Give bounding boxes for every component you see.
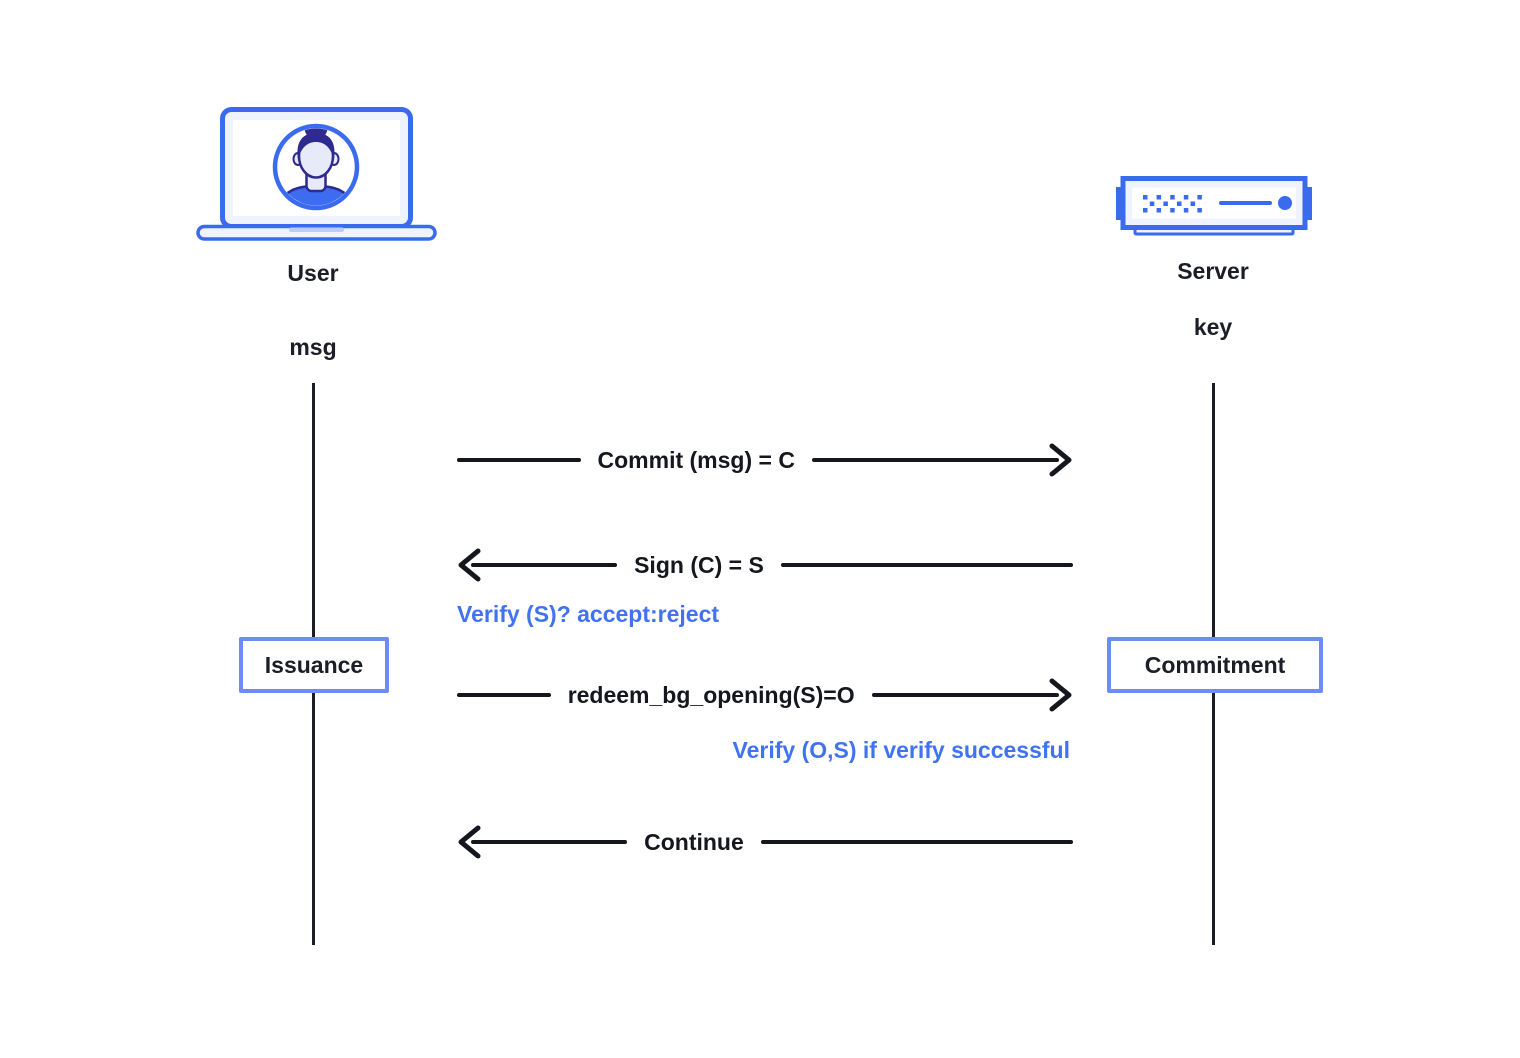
message-arrow-commit: Commit (msg) = C: [457, 443, 1073, 477]
arrow-line: [760, 839, 1073, 845]
arrow-line: [471, 839, 628, 845]
server-vent-dots: [1143, 195, 1202, 213]
arrowhead-left-icon: [458, 825, 481, 859]
actor-name-user: User: [287, 260, 339, 286]
state-box-issuance: Issuance: [239, 637, 389, 693]
annotation-verify-os: Verify (O,S) if verify successful: [732, 737, 1070, 763]
message-label: Commit (msg) = C: [597, 446, 795, 473]
arrow-line: [811, 457, 1059, 463]
actor-name-server: Server: [1177, 258, 1249, 284]
arrowhead-right-icon: [1049, 443, 1072, 477]
message-label: Continue: [644, 828, 744, 855]
arrow-line: [471, 562, 618, 568]
message-label: Sign (C) = S: [634, 551, 764, 578]
message-arrow-sign: Sign (C) = S: [457, 548, 1073, 582]
state-box-commitment: Commitment: [1107, 637, 1323, 693]
arrowhead-right-icon: [1049, 678, 1072, 712]
arrow-line: [871, 692, 1059, 698]
arrowhead-left-icon: [458, 548, 481, 582]
arrow-line: [457, 692, 551, 698]
annotation-verify-s: Verify (S)? accept:reject: [457, 601, 720, 627]
actor-attribute-key: key: [1193, 314, 1233, 340]
laptop-user-icon: [196, 107, 437, 241]
message-label: redeem_bg_opening(S)=O: [567, 681, 855, 708]
message-arrow-continue: Continue: [457, 825, 1073, 859]
server-icon: [1116, 176, 1312, 236]
state-label: Commitment: [1144, 651, 1286, 678]
arrow-line: [457, 457, 581, 463]
arrow-line: [780, 562, 1073, 568]
message-arrow-redeem: redeem_bg_opening(S)=O: [457, 678, 1073, 712]
actor-attribute-msg: msg: [289, 334, 337, 360]
state-label: Issuance: [264, 651, 364, 678]
